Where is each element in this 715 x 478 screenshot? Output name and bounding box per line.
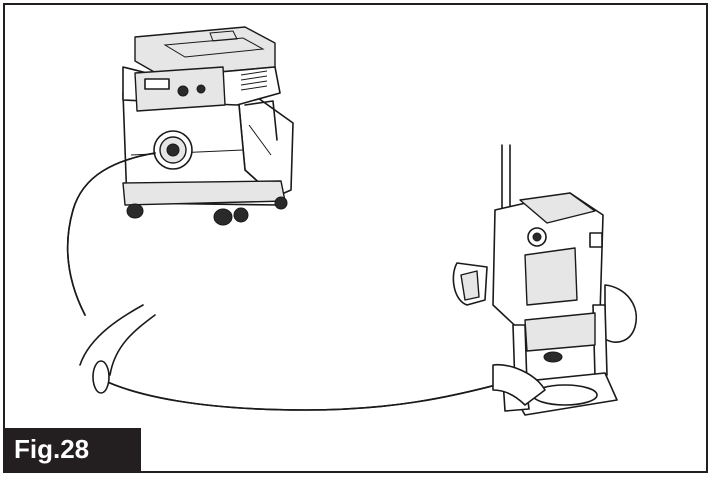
dial-knob xyxy=(177,85,189,97)
right-handle xyxy=(604,284,638,343)
caster-front-right xyxy=(213,208,233,226)
switch-knob xyxy=(196,84,206,94)
label-plate xyxy=(524,247,578,306)
display-window xyxy=(144,78,170,90)
dust-extractor xyxy=(122,26,294,226)
figure-label: Fig.28 xyxy=(5,428,141,471)
caster-rear-right xyxy=(233,207,249,223)
plunge-router xyxy=(452,144,638,416)
illustration xyxy=(66,26,638,416)
caster-rear-left xyxy=(274,196,288,210)
top-knob xyxy=(589,232,603,248)
dust-nozzle xyxy=(492,364,546,406)
extraction-hose xyxy=(66,152,526,411)
figure-frame: Fig.28 xyxy=(3,3,708,473)
caster-front-left xyxy=(126,203,144,219)
